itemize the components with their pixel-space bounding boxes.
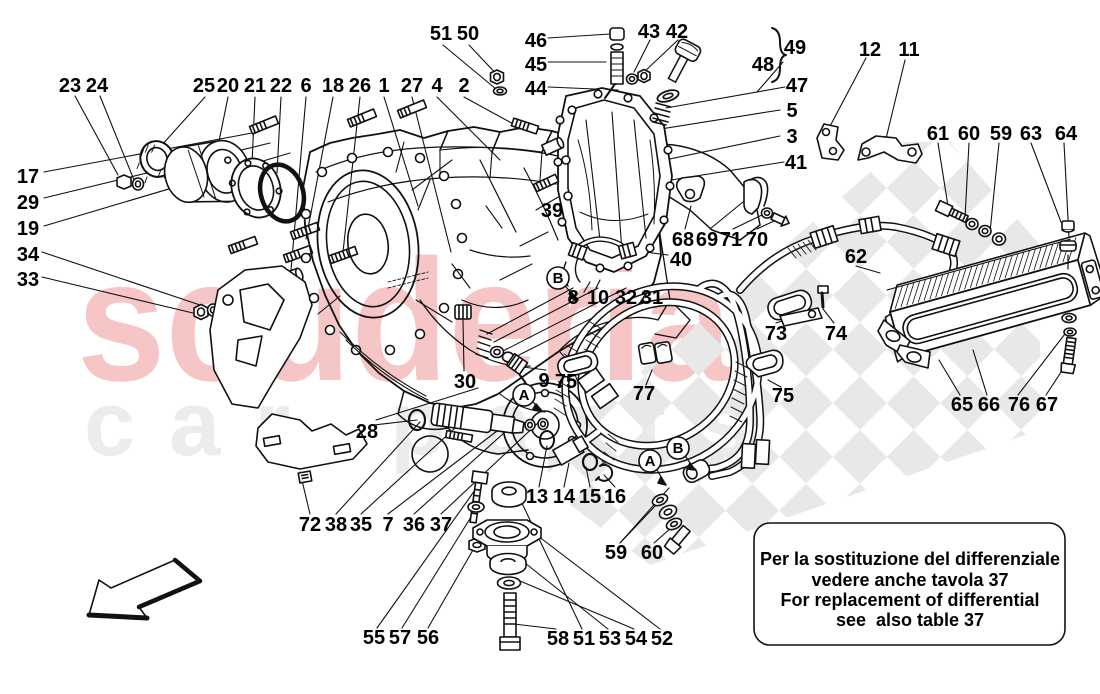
svg-text:64: 64 <box>1055 123 1078 145</box>
svg-text:75: 75 <box>555 371 577 393</box>
svg-text:54: 54 <box>625 628 648 650</box>
svg-text:3: 3 <box>786 126 797 148</box>
svg-text:22: 22 <box>270 75 292 97</box>
svg-text:65: 65 <box>951 394 973 416</box>
svg-text:25: 25 <box>193 75 215 97</box>
svg-text:71: 71 <box>720 229 742 251</box>
svg-text:A: A <box>645 453 656 470</box>
svg-text:24: 24 <box>86 75 109 97</box>
svg-text:20: 20 <box>217 75 239 97</box>
svg-text:74: 74 <box>825 323 848 345</box>
svg-text:75: 75 <box>772 385 794 407</box>
svg-text:34: 34 <box>17 244 40 266</box>
svg-text:16: 16 <box>604 486 626 508</box>
svg-text:45: 45 <box>525 54 547 76</box>
svg-text:51: 51 <box>573 628 595 650</box>
svg-text:58: 58 <box>547 628 569 650</box>
svg-text:13: 13 <box>526 486 548 508</box>
svg-text:9: 9 <box>538 370 549 392</box>
svg-text:60: 60 <box>958 123 980 145</box>
svg-text:5: 5 <box>786 100 797 122</box>
svg-text:76: 76 <box>1008 394 1030 416</box>
svg-text:77: 77 <box>633 383 655 405</box>
svg-text:29: 29 <box>17 192 39 214</box>
svg-text:48: 48 <box>752 54 774 76</box>
svg-text:35: 35 <box>350 514 372 536</box>
svg-text:17: 17 <box>17 166 39 188</box>
svg-text:53: 53 <box>599 628 621 650</box>
svg-text:26: 26 <box>349 75 371 97</box>
svg-text:49: 49 <box>784 37 806 59</box>
svg-text:66: 66 <box>978 394 1000 416</box>
svg-text:55: 55 <box>363 627 385 649</box>
svg-text:31: 31 <box>641 287 663 309</box>
svg-text:30: 30 <box>454 371 476 393</box>
svg-text:46: 46 <box>525 30 547 52</box>
svg-text:40: 40 <box>670 249 692 271</box>
svg-text:51: 51 <box>430 23 452 45</box>
svg-text:59: 59 <box>990 123 1012 145</box>
svg-text:For replacement of differentia: For replacement of differential <box>780 590 1039 610</box>
svg-text:A: A <box>519 387 530 404</box>
svg-text:36: 36 <box>403 514 425 536</box>
svg-text:56: 56 <box>417 627 439 649</box>
svg-text:15: 15 <box>579 486 601 508</box>
svg-text:60: 60 <box>641 542 663 564</box>
svg-text:1: 1 <box>378 75 389 97</box>
svg-text:72: 72 <box>299 514 321 536</box>
svg-text:27: 27 <box>401 75 423 97</box>
svg-text:41: 41 <box>785 152 807 174</box>
svg-text:B: B <box>553 270 564 287</box>
svg-text:50: 50 <box>457 23 479 45</box>
svg-text:70: 70 <box>746 229 768 251</box>
svg-text:38: 38 <box>325 514 347 536</box>
svg-text:61: 61 <box>927 123 949 145</box>
svg-text:vedere anche tavola 37: vedere anche tavola 37 <box>811 570 1008 590</box>
svg-text:19: 19 <box>17 218 39 240</box>
svg-text:69: 69 <box>696 229 718 251</box>
svg-text:47: 47 <box>786 75 808 97</box>
svg-text:4: 4 <box>431 75 443 97</box>
svg-text:10: 10 <box>587 287 609 309</box>
svg-text:42: 42 <box>666 21 688 43</box>
svg-text:32: 32 <box>615 287 637 309</box>
svg-text:68: 68 <box>672 229 694 251</box>
svg-text:57: 57 <box>389 627 411 649</box>
svg-text:33: 33 <box>17 269 39 291</box>
svg-text:37: 37 <box>430 514 452 536</box>
svg-text:39: 39 <box>541 200 563 222</box>
svg-text:see also table 37: see also table 37 <box>836 610 984 630</box>
svg-text:7: 7 <box>382 514 393 536</box>
svg-text:63: 63 <box>1020 123 1042 145</box>
svg-text:2: 2 <box>458 75 469 97</box>
svg-text:43: 43 <box>638 21 660 43</box>
svg-text:62: 62 <box>845 246 867 268</box>
svg-text:6: 6 <box>300 75 311 97</box>
svg-text:28: 28 <box>356 421 378 443</box>
svg-text:52: 52 <box>651 628 673 650</box>
svg-text:18: 18 <box>322 75 344 97</box>
svg-text:23: 23 <box>59 75 81 97</box>
svg-text:73: 73 <box>765 323 787 345</box>
svg-text:8: 8 <box>567 287 578 309</box>
svg-text:B: B <box>673 440 684 457</box>
svg-text:67: 67 <box>1036 394 1058 416</box>
svg-text:14: 14 <box>553 486 576 508</box>
svg-text:59: 59 <box>605 542 627 564</box>
svg-text:21: 21 <box>244 75 266 97</box>
svg-text:Per la sostituzione del differ: Per la sostituzione del differenziale <box>760 549 1060 569</box>
svg-text:44: 44 <box>525 78 548 100</box>
svg-text:12: 12 <box>859 39 881 61</box>
svg-text:11: 11 <box>898 39 919 61</box>
